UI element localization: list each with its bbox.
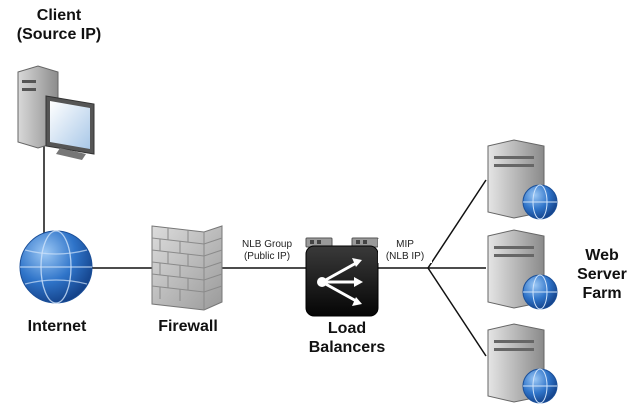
server-icon [487,229,558,310]
server-icon [487,323,558,404]
nlb-group-label-line1: NLB Group [241,239,293,250]
load-balancer-icon [305,237,379,317]
load-balancers-label: Load Balancers [292,319,402,357]
mip-label: MIP (NLB IP) [378,239,432,263]
server-farm-label: Web Server Farm [566,246,638,303]
load-balancers-label-line1: Load [327,320,367,337]
mip-label-line1: MIP [396,239,414,250]
server-farm-label-line1: Web [585,247,619,264]
server-farm-label-line2: Server [577,266,627,283]
nlb-group-label-line2: (Public IP) [243,251,291,262]
globe-icon [19,230,93,304]
hub-server1-link [427,179,487,269]
nlb-group-label: NLB Group (Public IP) [234,239,300,263]
client-label: Client (Source IP) [0,6,118,44]
load-balancers-label-line2: Balancers [308,339,386,356]
client-label-line1: Client [36,7,82,24]
client-label-line2: (Source IP) [16,26,102,43]
mip-label-line2: (NLB IP) [385,251,425,262]
internet-label: Internet [27,318,87,335]
hub-server3-link [427,267,487,357]
desktop-computer-icon [17,65,95,160]
brick-wall-icon [151,225,223,311]
server-icon [487,139,558,220]
firewall-label: Firewall [158,318,218,335]
server-farm-label-line3: Farm [582,285,622,302]
